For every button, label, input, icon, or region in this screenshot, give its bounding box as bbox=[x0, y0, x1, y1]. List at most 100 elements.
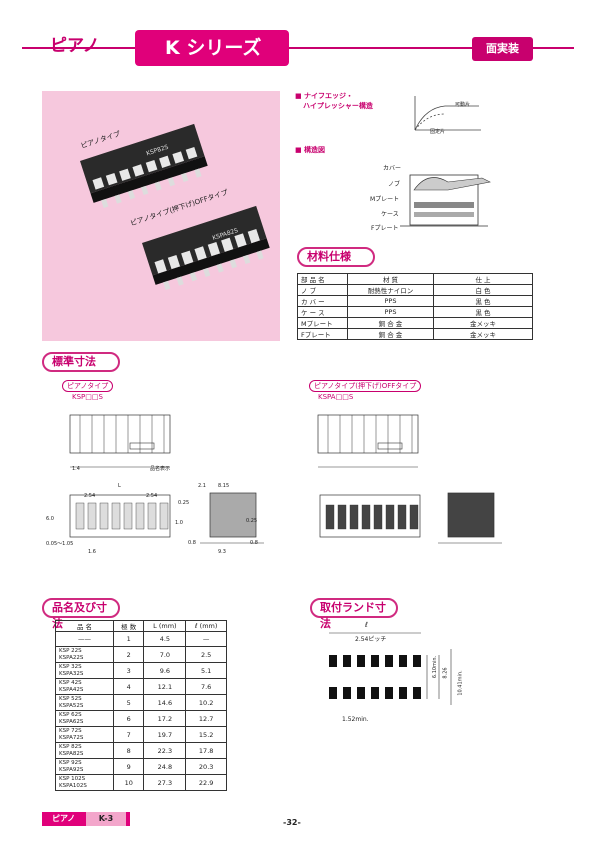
cell: 24.8 bbox=[143, 758, 187, 775]
cell: 10 bbox=[112, 774, 145, 791]
cell: 5.1 bbox=[185, 662, 227, 679]
cell: 9 bbox=[112, 758, 145, 775]
cell: Mプレート bbox=[297, 317, 348, 329]
dim-L: L bbox=[118, 483, 121, 489]
cell: KSP 42S KSPA42S bbox=[55, 678, 114, 695]
mount-badge: 面実装 bbox=[472, 37, 533, 61]
table-row: ノ ブ耐熱性ナイロン白 色 bbox=[297, 284, 533, 296]
cell: 黒 色 bbox=[433, 295, 533, 307]
cell: 17.2 bbox=[143, 710, 187, 727]
cell: PPS bbox=[347, 306, 434, 318]
cell: 14.6 bbox=[143, 694, 187, 711]
table-row: Fプレート銅 合 金金メッキ bbox=[297, 328, 533, 340]
left-drawing bbox=[69, 414, 264, 544]
dim-1.0: 1.0 bbox=[175, 520, 183, 526]
product-photo: ピアノタイプ KSP82S ピアノタイプ(押下げ)OFFタイプ KSPA82S bbox=[42, 91, 280, 341]
feature-1: ■ ナイフエッジ・ bbox=[295, 92, 354, 100]
cell: 15.2 bbox=[185, 726, 227, 743]
cell: 6 bbox=[112, 710, 145, 727]
cell: 銅 合 金 bbox=[347, 317, 434, 329]
cell: 3 bbox=[112, 662, 145, 679]
dim-0.05-1.05: 0.05〜1.05 bbox=[46, 541, 74, 547]
cell: KSP 92S KSPA92S bbox=[55, 758, 114, 775]
cell: 22.3 bbox=[143, 742, 187, 759]
dim-0.8-b: 0.8 bbox=[250, 540, 258, 546]
footer-code: K-3 bbox=[86, 812, 126, 826]
dim-6.0: 6.0 bbox=[46, 516, 54, 522]
cell: KSP 52S KSPA52S bbox=[55, 694, 114, 711]
cell: KSP 82S KSPA82S bbox=[55, 742, 114, 759]
parts-title: 品名及び寸法 bbox=[42, 598, 120, 630]
cell: 2.5 bbox=[185, 646, 227, 663]
header-rule bbox=[22, 47, 574, 49]
cell: 17.8 bbox=[185, 742, 227, 759]
right-drawing bbox=[317, 414, 502, 544]
cell: 27.3 bbox=[143, 774, 187, 791]
header-cell: 仕 上 bbox=[433, 273, 533, 285]
dim-0.25-b: 0.25 bbox=[246, 518, 258, 524]
graph-label-2: 固定片 bbox=[430, 129, 446, 135]
cell: KSP 22S KSPA22S bbox=[55, 646, 114, 663]
cell: 7.6 bbox=[185, 678, 227, 695]
cell: 20.3 bbox=[185, 758, 227, 775]
dim-1.6: 1.6 bbox=[88, 549, 96, 555]
series-pill: K シリーズ bbox=[135, 30, 289, 66]
dim-2.54-a: 2.54 bbox=[84, 493, 96, 499]
dim-8.15: 8.15 bbox=[218, 483, 230, 489]
land-pitch: 2.54ピッチ bbox=[355, 636, 387, 643]
feature-1b: ハイプレッシャー構造 bbox=[303, 102, 373, 110]
struct-label-fplate: Fプレート bbox=[371, 225, 399, 232]
cell: 4.5 bbox=[143, 631, 187, 647]
cell: カ バ ー bbox=[297, 295, 348, 307]
cell: 黒 色 bbox=[433, 306, 533, 318]
land-w1: 6.10min. bbox=[432, 655, 439, 679]
cell: KSP 62S KSPA62S bbox=[55, 710, 114, 727]
cell: 12.1 bbox=[143, 678, 187, 695]
materials-title: 材料仕様 bbox=[297, 247, 375, 267]
land-w3: 10.41min. bbox=[457, 670, 464, 696]
right-type: ピアノタイプ(押下げ)OFFタイプ bbox=[309, 380, 422, 392]
switch-illustration bbox=[80, 123, 270, 290]
struct-label-knob: ノブ bbox=[388, 181, 401, 188]
cell: ケ ー ス bbox=[297, 306, 348, 318]
cell: 金メッキ bbox=[433, 328, 533, 340]
cell: ノ ブ bbox=[297, 284, 348, 296]
graph-label-1: 可動片 bbox=[455, 102, 471, 108]
cell: 白 色 bbox=[433, 284, 533, 296]
struct-label-cover: カバー bbox=[383, 165, 402, 172]
dim-0.8: 0.8 bbox=[188, 540, 196, 546]
dim-2.1: 2.1 bbox=[198, 483, 206, 489]
cell: 22.9 bbox=[185, 774, 227, 791]
table-header-row: 品 名 極 数 L (mm) ℓ (mm) bbox=[55, 620, 227, 632]
cell: PPS bbox=[347, 295, 434, 307]
page-number: -32- bbox=[283, 818, 301, 827]
cell: KSP 32S KSPA32S bbox=[55, 662, 114, 679]
cell: —— bbox=[55, 631, 114, 647]
series-label: ピアノ bbox=[50, 36, 100, 56]
table-header-row: 部 品 名 材 質 仕 上 bbox=[297, 273, 533, 285]
cell: KSP 72S KSPA72S bbox=[55, 726, 114, 743]
dim-0.25: 0.25 bbox=[178, 500, 190, 506]
cell: 5 bbox=[112, 694, 145, 711]
cell: 8 bbox=[112, 742, 145, 759]
header-cell: L (mm) bbox=[143, 620, 187, 632]
cell: 10.2 bbox=[185, 694, 227, 711]
cell: 2 bbox=[112, 646, 145, 663]
structure-diagram bbox=[400, 174, 491, 227]
right-model: KSPA□□S bbox=[318, 393, 354, 401]
dim-9.3: 9.3 bbox=[218, 549, 226, 555]
header-cell: 材 質 bbox=[347, 273, 434, 285]
header-cell: 極 数 bbox=[112, 620, 145, 632]
dim-1.4: 1.4 bbox=[72, 466, 80, 472]
